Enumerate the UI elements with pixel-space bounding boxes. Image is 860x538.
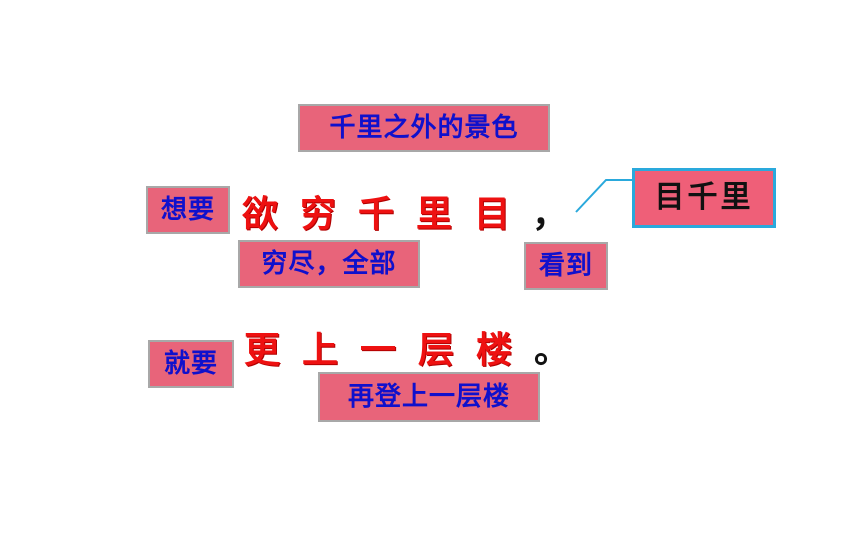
annotation-want: 想要 xyxy=(146,186,230,234)
poem-line-2: 更上一层楼。 xyxy=(244,332,570,368)
poem-line-2-text: 更上一层楼 xyxy=(244,329,535,371)
poem-line-2-period: 。 xyxy=(534,329,571,371)
annotation-distant-scenery: 千里之外的景色 xyxy=(298,104,550,152)
poem-line-1-comma: ， xyxy=(532,193,569,235)
callout-mu-qian-li: 目千里 xyxy=(632,168,776,228)
annotation-exhaust: 穷尽，全部 xyxy=(238,240,420,288)
poem-line-1-text: 欲穷千里目 xyxy=(242,193,533,235)
annotation-then: 就要 xyxy=(148,340,234,388)
annotation-climb: 再登上一层楼 xyxy=(318,372,540,422)
annotation-see: 看到 xyxy=(524,242,608,290)
poem-line-1: 欲穷千里目， xyxy=(242,196,568,232)
